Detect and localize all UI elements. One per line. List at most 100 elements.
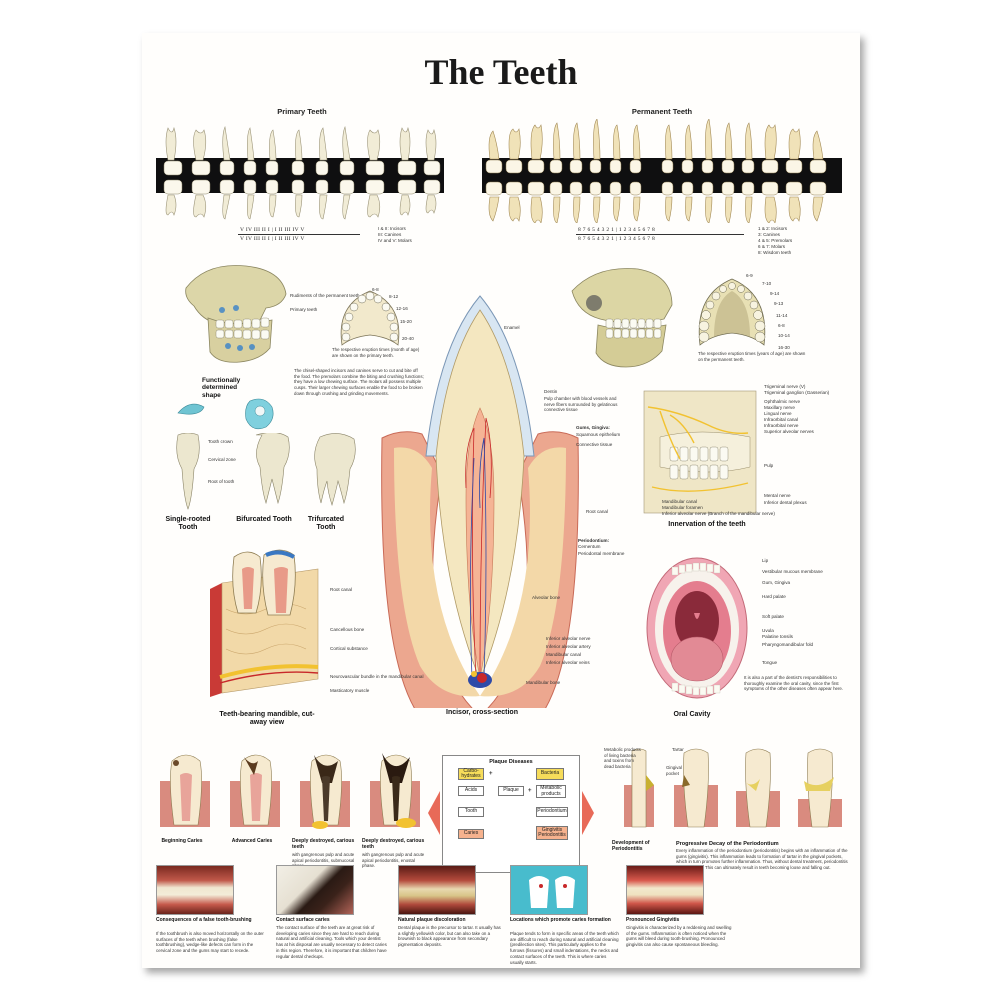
photo-caries-locations xyxy=(510,865,588,915)
primary-legend-item: III: Canines xyxy=(378,231,402,237)
incisor-label: Inferior alveolar artery xyxy=(546,644,591,649)
permanent-legend-item: 8: Wisdom teeth xyxy=(758,249,792,255)
arch-eruption-label: 11-14 xyxy=(776,313,788,318)
plaque-box-acids: Acids xyxy=(458,786,484,796)
photo-caption: Natural plaque discoloration xyxy=(398,917,466,923)
primary-numbering-lower: V IV III II I | I II III IV V xyxy=(240,236,305,242)
incisor-label: Mandibular canal xyxy=(546,652,581,657)
innervation-label: Lingual nerve xyxy=(764,410,792,416)
permanent-legend-item: 3: Canines xyxy=(758,231,780,237)
caries-caption: Advanced Caries xyxy=(231,838,273,844)
innervation-illustration xyxy=(643,390,757,514)
permanent-legend-item: 6 & 7: Molars xyxy=(758,243,786,249)
photo-text: The contact surface of the teeth are at … xyxy=(276,925,387,959)
caries-caption: Deeply destroyed, carious teeth xyxy=(292,838,355,850)
arch-eruption-label: 15-20 xyxy=(400,319,412,324)
innervation-label: Mental nerve xyxy=(764,493,791,498)
photo-caption: Consequences of a false tooth-brushing xyxy=(156,917,252,923)
permanent-numbering-upper: 8 7 6 5 4 3 2 1 | 1 2 3 4 5 6 7 8 xyxy=(578,227,656,233)
perio-label: Tartar xyxy=(672,747,684,752)
perio-caption-progressive: Progressive Decay of the Periodontium xyxy=(676,841,779,847)
mandible-caption: Teeth-bearing mandible, cut-away view xyxy=(219,711,315,727)
oral-cavity-illustration xyxy=(646,557,748,699)
caries-caption: Beginning Caries xyxy=(161,838,203,844)
arch-eruption-label: 12-16 xyxy=(396,306,408,311)
innervation-label: Infraorbital canal xyxy=(764,416,798,422)
oral-label: Tongue xyxy=(762,659,778,665)
root-caption: Single-rooted Tooth xyxy=(165,516,211,532)
innervation-label: Inferior dental plexus xyxy=(764,500,807,505)
mandible-cutaway-illustration xyxy=(210,549,319,697)
arch-eruption-label: 6-8 xyxy=(372,287,379,292)
innervation-caption: Innervation of the teeth xyxy=(668,521,746,528)
incisor-label: Root canal xyxy=(586,509,608,514)
arch-eruption-label: 20-40 xyxy=(402,336,414,341)
root-label: Tooth crown xyxy=(208,439,233,444)
oral-label: Hard palate xyxy=(762,593,786,599)
mandible-label: Neurovascular bundle in the mandibular c… xyxy=(330,674,424,679)
primary-legend-item: I & II: Incisors xyxy=(378,226,406,231)
incisor-label: Connective tissue xyxy=(576,442,613,447)
functional-shape-illustration xyxy=(177,398,274,430)
incisor-label: Mandibular bone xyxy=(526,680,561,685)
perio-text: Every inflammation of the periodontium (… xyxy=(676,848,848,871)
primary-legend: I & II: Incisors III: Canines IV and V: … xyxy=(378,226,412,244)
oral-label: Pharyngomandibular fold xyxy=(762,641,814,647)
plaque-arrows xyxy=(428,791,594,835)
arch-eruption-label: 9-13 xyxy=(774,301,784,306)
mandible-label: Root canal xyxy=(330,587,352,592)
oral-label: Soft palate xyxy=(762,613,784,619)
photo-plaque-discoloration xyxy=(398,865,476,915)
incisor-cross-section-illustration xyxy=(381,295,579,708)
mandible-label: Masticatory muscle xyxy=(330,688,370,693)
plaque-title: Plaque Diseases xyxy=(489,759,533,765)
oral-labels: Lip Vestibular mucous membrane Gum, Ging… xyxy=(762,558,823,666)
plaque-plus: + xyxy=(528,788,532,794)
photo-gingivitis xyxy=(626,865,704,915)
primary-teeth-heading: Primary Teeth xyxy=(277,107,327,116)
photo-contact-caries xyxy=(276,865,354,915)
incisor-label: Periodontium: xyxy=(578,538,610,543)
innervation-labels: Trigeminal nerve (V) Trigeminal ganglion… xyxy=(764,384,829,435)
primary-numbering-divider xyxy=(238,234,360,235)
arch-eruption-label: 6-8 xyxy=(778,323,785,328)
perio-label: Gingival pocket xyxy=(666,765,682,776)
plaque-box-gingivitis: Gingivitis Periodontitis xyxy=(536,826,568,840)
incisor-label: Alveolar bone xyxy=(532,595,561,600)
permanent-numbering-divider xyxy=(576,234,744,235)
functional-shape-caption: Functionally determined shape xyxy=(202,377,241,399)
permanent-legend-item: 1 & 2: Incisors xyxy=(758,226,788,231)
photo-text: Plaque tends to form in specific areas o… xyxy=(510,931,619,965)
innervation-label: Mandibular canal xyxy=(662,499,697,504)
innervation-label: Pulp xyxy=(764,463,774,468)
photo-text: If the toothbrush is also moved horizont… xyxy=(156,931,264,954)
innervation-label: Ophthalmic nerve xyxy=(764,398,801,404)
oral-label: Gum, Gingiva xyxy=(762,579,791,585)
mandible-labels: Root canal xyxy=(330,587,352,593)
innervation-bottom-labels: Mandibular canal Mandibular foramen Infe… xyxy=(662,499,775,517)
innervation-label: Trigeminal ganglion (Gasserian) xyxy=(764,389,830,395)
root-caption: Bifurcated Tooth xyxy=(236,516,292,523)
incisor-label: Cementum xyxy=(578,544,601,549)
perio-caption-development: Development of Periodontitis xyxy=(612,840,650,852)
photo-caption: Pronounced Gingivitis xyxy=(626,917,680,923)
arch-eruption-label: 7-10 xyxy=(762,281,772,286)
primary-teeth-illustration xyxy=(163,125,441,220)
photo-text: Dental plaque is the precursor to tartar… xyxy=(398,925,501,948)
photo-caption: Contact surface caries xyxy=(276,917,330,923)
primary-legend-item: IV and V: Molars xyxy=(378,237,412,243)
permanent-numbering-lower: 8 7 6 5 4 3 2 1 | 1 2 3 4 5 6 7 8 xyxy=(578,236,656,242)
oral-label: Uvula xyxy=(762,627,774,633)
photo-false-brushing xyxy=(156,865,234,915)
caries-caption: Deeply destroyed, carious teeth xyxy=(362,838,425,850)
periodontitis-illustration xyxy=(624,748,842,828)
primary-numbering-upper: V IV III II I | I II III IV V xyxy=(240,227,305,233)
plaque-box-periodontium: Periodontium xyxy=(536,807,568,817)
plaque-box-tooth: Tooth xyxy=(458,807,484,817)
caries-sub: with gangrenous pulp and acute apical pe… xyxy=(362,852,425,869)
photo-text: Gingivitis is characterized by a reddeni… xyxy=(626,925,732,948)
plaque-box-bacteria: Bacteria xyxy=(536,768,564,780)
innervation-label: Inferior alveolar nerve (Branch of the m… xyxy=(662,510,775,516)
functional-shape-text: The chisel-shaped incisors and canines s… xyxy=(294,368,424,396)
mandible-label: Cortical substance xyxy=(330,646,368,651)
